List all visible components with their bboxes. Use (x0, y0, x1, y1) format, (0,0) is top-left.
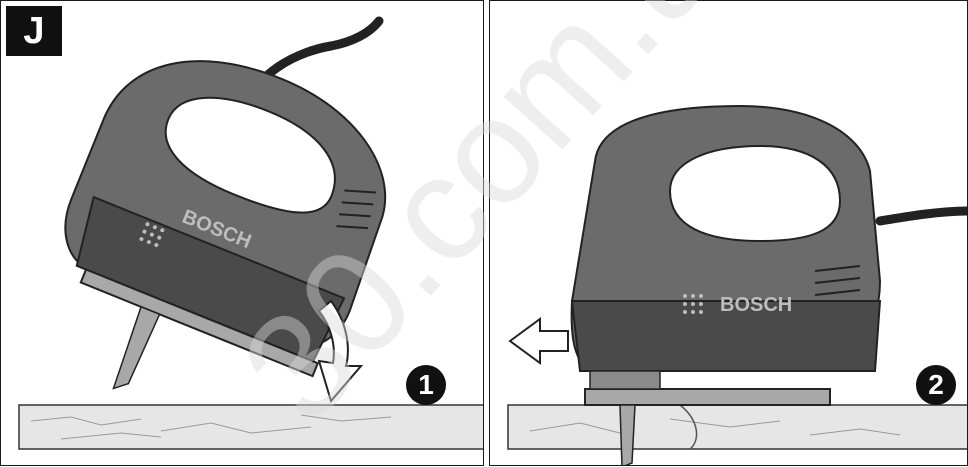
brand-logo: BOSCH (720, 294, 792, 316)
down-arrow-icon (317, 299, 364, 404)
step-number-1: 1 (406, 365, 446, 405)
jigsaw-body: BOSCH (64, 60, 387, 390)
panel-step-1: BOSCH J 1 (0, 0, 484, 466)
workpiece-board (507, 404, 967, 450)
panel-step-2: BOSCH 2 (489, 0, 968, 466)
saw-blade-icon (619, 404, 636, 465)
jigsaw-body: BOSCH (570, 104, 882, 465)
step-number-2: 2 (916, 365, 956, 405)
power-cord-icon (875, 206, 967, 226)
jigsaw-tilted-illustration: BOSCH (18, 16, 483, 450)
jigsaw-level-illustration: BOSCH (507, 104, 967, 465)
workpiece-board (18, 404, 483, 450)
left-arrow-icon (508, 317, 569, 365)
saw-blade-icon (112, 305, 161, 390)
figure-label: J (6, 6, 62, 56)
